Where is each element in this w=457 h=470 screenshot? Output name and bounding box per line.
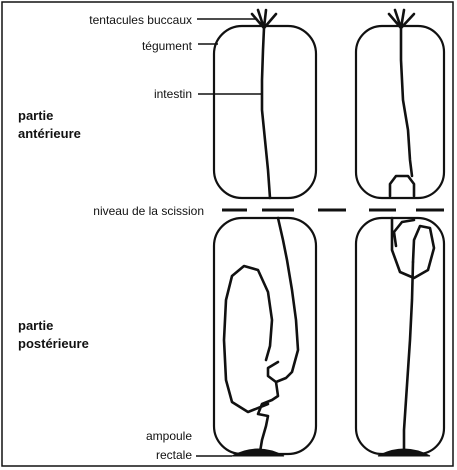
- left-rectal-ampulla: [232, 449, 284, 456]
- left-intestine-loop: [224, 266, 278, 452]
- left-animal: [214, 10, 316, 456]
- right-posterior-body: [356, 218, 444, 454]
- left-anterior-body: [214, 26, 316, 198]
- right-anterior-new-loop: [390, 176, 414, 196]
- label-anterior-line2: antérieure: [18, 126, 81, 141]
- left-intestine-anterior: [262, 28, 270, 198]
- left-posterior-body: [214, 218, 316, 454]
- right-intestine-posterior: [404, 262, 413, 452]
- label-posterior-line2: postérieure: [18, 336, 89, 351]
- right-rectal-ampulla: [378, 449, 430, 456]
- label-anterior-line1: partie: [18, 108, 53, 123]
- label-intestine: intestin: [154, 87, 192, 101]
- left-intestine-posterior: [268, 218, 298, 382]
- label-tegument: tégument: [142, 39, 193, 53]
- label-posterior-line1: partie: [18, 318, 53, 333]
- label-fission-level: niveau de la scission: [93, 204, 204, 218]
- outer-frame: [2, 2, 453, 466]
- label-ampulla-line1: ampoule: [146, 429, 192, 443]
- label-tentacles: tentacules buccaux: [89, 13, 192, 27]
- right-animal: [356, 10, 444, 456]
- right-intestine-anterior: [401, 28, 412, 176]
- label-ampulla-line2: rectale: [156, 448, 192, 462]
